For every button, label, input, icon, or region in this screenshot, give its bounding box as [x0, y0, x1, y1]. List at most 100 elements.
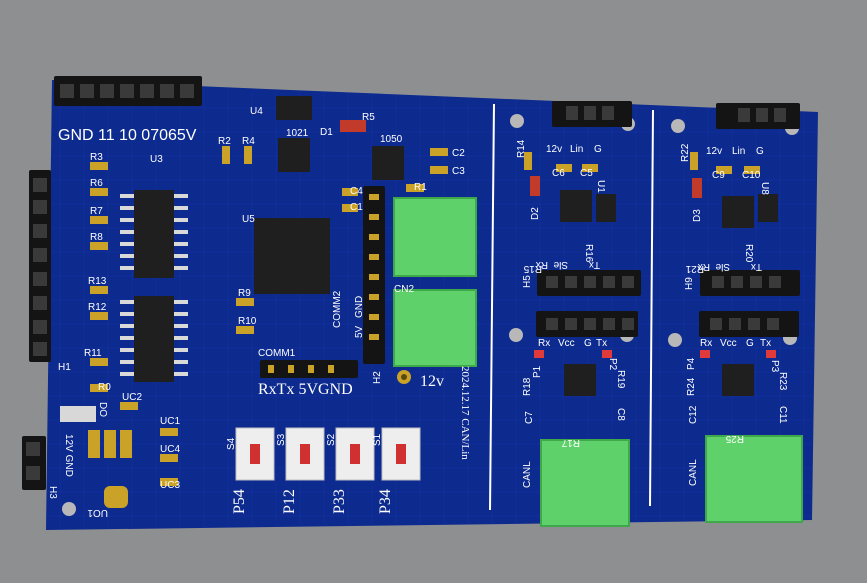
can2-ref-p4: P4 — [686, 357, 697, 370]
lin2-side-rx: Rx — [698, 261, 710, 272]
lin2-pins-lin: Lin — [732, 146, 745, 157]
ref-uc4: UC4 — [160, 444, 180, 455]
chips — [134, 96, 778, 396]
lin1-ref-c6: C6 — [552, 168, 565, 179]
lin2-ref-c9: C9 — [712, 170, 725, 181]
ref-comm1: COMM1 — [258, 348, 296, 359]
lin2-ref-h9: H9 — [684, 277, 695, 290]
can2-ref-r24: R24 — [686, 377, 697, 396]
ref-r7: R7 — [90, 206, 103, 217]
ref-u4: U4 — [250, 106, 263, 117]
can2-ref-p3: P3 — [769, 360, 780, 373]
header-gold-pins — [268, 194, 379, 373]
header-pin-holes — [26, 84, 786, 480]
can1-ref-c8: C8 — [615, 408, 626, 421]
power-input-label: 12V GND — [63, 434, 74, 477]
lin1-pins-g: G — [594, 144, 602, 155]
lin1-ref-h5: H5 — [522, 275, 533, 288]
power-label: 12v — [420, 373, 444, 390]
can1-terminal-label: CANL — [522, 461, 533, 488]
lin2-ref-c10: C10 — [742, 170, 761, 181]
ref-r1: R1 — [414, 182, 427, 193]
ref-r12: R12 — [88, 302, 107, 313]
can2-terminal-label: CANL — [688, 459, 699, 486]
lin2-side-sle: Sle — [715, 261, 730, 272]
button-label-p54: P54 — [231, 489, 248, 514]
ref-s4: S4 — [226, 437, 237, 450]
can1-ref-r17: R17 — [561, 437, 580, 448]
ref-r3: R3 — [90, 152, 103, 163]
lin1-ref-r15: R15 — [523, 263, 542, 274]
can1-ref-r19: R19 — [615, 370, 626, 389]
lin2-ref-d3: D3 — [692, 209, 703, 222]
ref-d1: D1 — [320, 127, 333, 138]
lin1-side-sle: Sle — [553, 259, 568, 270]
ref-h3: H3 — [47, 486, 58, 499]
ref-u3: U3 — [150, 154, 163, 165]
lin2-ref-r21: R21 — [685, 263, 704, 274]
can2-pin-g: G — [746, 338, 754, 349]
top-pin-label: GND 11 10 07065V — [58, 127, 197, 144]
ref-r11: R11 — [84, 348, 102, 359]
lin1-side-rx: Rx — [536, 259, 548, 270]
can1-pin-rx: Rx — [538, 338, 550, 349]
lin2-pins-g: G — [756, 146, 764, 157]
ref-uo1: UO1 — [87, 507, 108, 518]
button-label-p12: P12 — [281, 489, 298, 514]
ref-r0: R0 — [98, 382, 111, 393]
lin2-ref-r20: R20 — [743, 244, 754, 263]
can1-pin-tx: Tx — [596, 338, 607, 349]
push-buttons — [235, 427, 421, 481]
ref-r2: R2 — [218, 136, 231, 147]
lin1-side-tx: Tx — [589, 259, 600, 270]
ref-c4: C4 — [350, 186, 363, 197]
lin1-pins-12v: 12v — [546, 144, 562, 155]
can1-pin-vcc: Vcc — [558, 338, 575, 349]
can1-ref-p2: P2 — [607, 358, 618, 371]
ref-do: DO — [97, 402, 108, 417]
ref-uc3: UC3 — [160, 480, 180, 491]
can1-pin-g: G — [584, 338, 592, 349]
lin2-side-tx: Tx — [751, 261, 762, 272]
ref-r6: R6 — [90, 178, 103, 189]
ref-h1: H1 — [58, 362, 71, 373]
smd-components — [60, 120, 776, 508]
ref-h2: H2 — [372, 371, 383, 384]
lin1-ref-u1: U1 — [595, 180, 606, 193]
ref-s2: S2 — [326, 433, 337, 446]
can2-pin-tx: Tx — [760, 338, 771, 349]
lin1-ref-d2: D2 — [530, 207, 541, 220]
can1-ref-p1: P1 — [532, 365, 543, 378]
can1-ref-c7: C7 — [524, 411, 535, 424]
can2-ref-c11: C11 — [777, 406, 788, 424]
can2-pin-rx: Rx — [700, 338, 712, 349]
ref-s3: S3 — [276, 433, 287, 446]
ref-r8: R8 — [90, 232, 103, 243]
ref-1050: 1050 — [380, 134, 403, 145]
chip-pins — [120, 194, 188, 376]
can2-ref-r23: R23 — [777, 372, 788, 391]
ref-r10: R10 — [238, 316, 257, 327]
ref-r5: R5 — [362, 112, 375, 123]
ref-r9: R9 — [238, 288, 251, 299]
lin1-ref-c5: C5 — [580, 168, 593, 179]
ref-c2: C2 — [452, 148, 465, 159]
ref-uc2: UC2 — [122, 392, 142, 403]
ref-r4: R4 — [242, 136, 255, 147]
date-label: 2024.12.17 CAN/Lin — [459, 366, 471, 460]
ref-gnd: GND — [354, 296, 365, 318]
ref-1021: 1021 — [286, 128, 309, 139]
screw-terminals — [393, 197, 803, 527]
lin2-pins-12v: 12v — [706, 146, 722, 157]
ref-s1: S1 — [372, 433, 383, 446]
ref-r13: R13 — [88, 276, 107, 287]
lin2-ref-u8: U8 — [759, 182, 770, 195]
lin2-ref-r22: R22 — [680, 143, 691, 162]
ref-cn2: CN2 — [394, 284, 414, 295]
ref-5v: 5V — [354, 325, 365, 338]
button-label-p34: P34 — [377, 489, 394, 514]
button-label-p33: P33 — [331, 489, 348, 514]
ref-u5: U5 — [242, 214, 255, 225]
ref-comm2: COMM2 — [332, 290, 343, 328]
